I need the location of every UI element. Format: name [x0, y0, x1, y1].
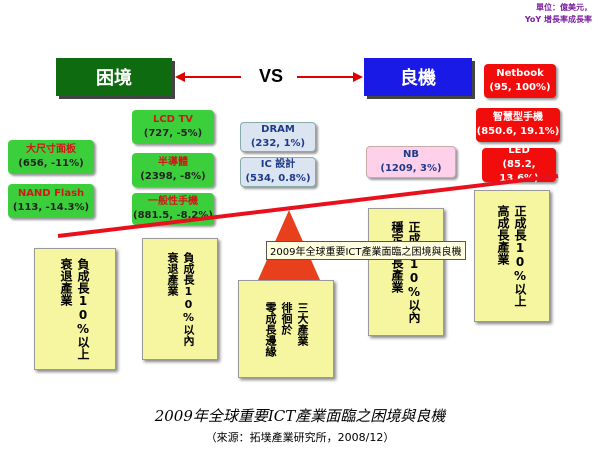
box-text: 負成長10%以上 衰退產業: [59, 258, 90, 360]
box-text: 負成長10%以內 衰退產業: [166, 252, 195, 346]
dilemma-header: 困境: [56, 58, 172, 96]
chip-name: 大尺寸面板: [26, 144, 76, 155]
chip-value: (534, 0.8%): [245, 173, 311, 184]
box-decline-within-10: 負成長10%以內 衰退產業: [142, 238, 218, 360]
chip-name: Netbook: [496, 68, 544, 79]
chip-value: (656, -11%): [18, 158, 84, 169]
box-text: 三大產業 徘徊於 零成長邊緣: [264, 301, 309, 357]
box-decline-over-10: 負成長10%以上 衰退產業: [34, 248, 116, 370]
unit-line-2: YoY 增長率成長率: [524, 15, 592, 24]
opportunity-header: 良機: [364, 58, 472, 96]
chip-name: 一般性手機: [148, 196, 198, 207]
right-arrow-head: [353, 72, 363, 82]
chip-large-panel: 大尺寸面板 (656, -11%): [8, 140, 94, 174]
box-growth-over-10: 正成長10%以上 高成長產業: [474, 190, 550, 322]
chip-dram: DRAM (232, 1%): [240, 122, 316, 152]
chip-value: (113, -14.3%): [12, 202, 90, 213]
box-text: 正成長10%以內 穩定成長產業: [390, 221, 421, 323]
unit-line-1: 單位：億美元，: [536, 3, 592, 12]
chip-value: (850.6, 19.1%): [476, 126, 560, 137]
chip-value: (232, 1%): [250, 138, 306, 149]
opportunity-header-label: 良機: [400, 68, 436, 89]
seesaw-beam: [57, 174, 559, 238]
chip-value: (727, -5%): [143, 128, 203, 139]
chip-name: 智慧型手機: [493, 112, 543, 123]
chip-netbook: Netbook (95, 100%): [484, 64, 556, 98]
vs-arrows: [175, 72, 363, 82]
dilemma-header-label: 困境: [96, 68, 132, 89]
chip-ic-design: IC 設計 (534, 0.8%): [240, 157, 316, 187]
chip-name: 半導體: [158, 157, 188, 168]
figure-caption: 2009年全球重要ICT產業面臨之困境與良機: [154, 407, 446, 425]
box-text: 正成長10%以上 高成長產業: [496, 205, 527, 307]
chip-value: (881.5, -8.2%): [133, 210, 213, 221]
chip-name: NAND Flash: [17, 188, 85, 199]
chip-nb: NB (1209, 3%): [366, 146, 456, 178]
box-growth-within-10: 正成長10%以內 穩定成長產業: [368, 208, 444, 336]
chip-name: NB: [403, 149, 419, 160]
chip-value: (85.2, 13.6%): [499, 159, 539, 184]
chip-name: IC 設計: [260, 159, 296, 170]
chip-nand-flash: NAND Flash (113, -14.3%): [8, 184, 94, 218]
chip-value: (1209, 3%): [380, 163, 442, 174]
chip-lcd-tv: LCD TV (727, -5%): [132, 110, 214, 144]
box-near-zero: 三大產業 徘徊於 零成長邊緣: [238, 280, 334, 378]
chip-semiconductor: 半導體 (2398, -8%): [132, 153, 214, 187]
figure-source: （來源：拓墣產業研究所，2008/12）: [205, 431, 395, 444]
chip-value: (95, 100%): [489, 82, 551, 93]
chip-smartphone: 智慧型手機 (850.6, 19.1%): [476, 108, 560, 142]
chip-name: LED: [508, 145, 530, 156]
hover-tooltip: 2009年全球重要ICT產業面臨之困境與良機: [266, 241, 466, 260]
unit-note: 單位：億美元， YoY 增長率成長率: [482, 2, 592, 26]
vs-label: VS: [258, 66, 283, 86]
chip-name: LCD TV: [152, 114, 194, 125]
left-arrow-head: [175, 72, 185, 82]
chip-name: DRAM: [261, 124, 295, 135]
chip-value: (2398, -8%): [140, 171, 206, 182]
